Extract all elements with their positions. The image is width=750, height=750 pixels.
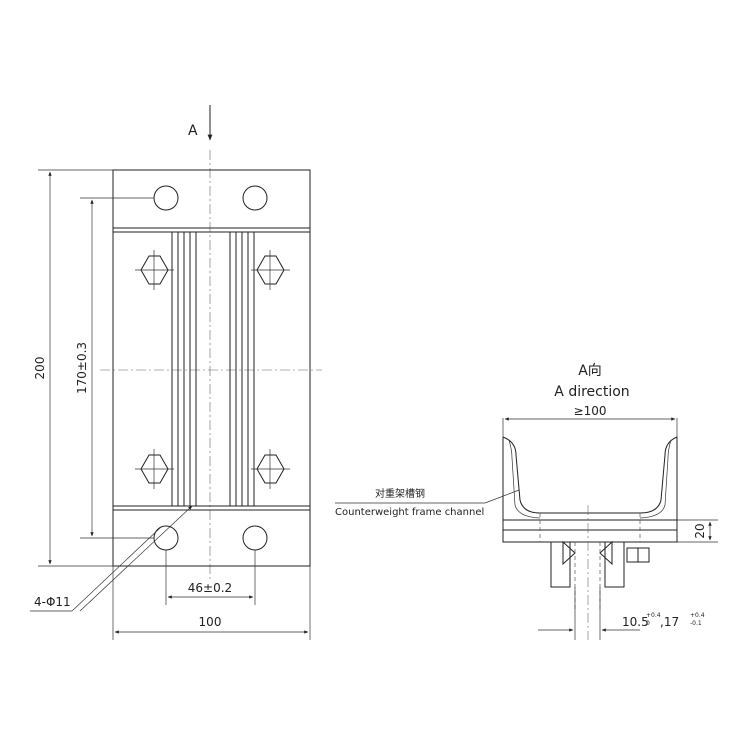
tol2-upper: +0.4: [690, 612, 705, 619]
guide-grooves: [171, 232, 255, 506]
hole-top-right: [242, 185, 268, 211]
hole-top-left: [153, 185, 179, 211]
front-view: A: [30, 105, 322, 640]
dim-tolerance: 10.5 +0.4 0 ,17 +0.4 -0.1: [538, 587, 705, 640]
dim-total-height-label: 200: [33, 357, 47, 380]
tol2-value: ,17: [660, 615, 679, 629]
dim-height: 20: [677, 519, 718, 543]
hole-callout: 4-Φ11: [30, 505, 193, 612]
tol1-value: 10.5: [622, 615, 649, 629]
hole-callout-label: 4-Φ11: [34, 595, 71, 609]
dim-hole-spacing: 170±0.3: [75, 197, 154, 539]
dim-min-width-label: ≥100: [574, 404, 607, 418]
side-view-title-en: A direction: [554, 384, 629, 400]
dim-total-width-label: 100: [199, 615, 222, 629]
dim-slot-width: 46±0.2: [165, 550, 256, 605]
base-plate: [502, 519, 678, 543]
dim-min-width: ≥100: [502, 404, 678, 440]
tol1-upper: +0.4: [646, 612, 661, 619]
view-arrow-label: A: [188, 123, 198, 139]
dim-total-width: 100: [112, 566, 311, 640]
tol1-lower: 0: [646, 620, 650, 627]
side-view-title-cn: A向: [578, 363, 602, 379]
shoe-body: [550, 540, 650, 588]
view-arrow-a: A: [188, 105, 213, 141]
channel-callout: 对重架槽钢 Counterweight frame channel: [335, 487, 520, 518]
dim-slot-width-label: 46±0.2: [188, 581, 232, 595]
dim-hole-spacing-label: 170±0.3: [75, 342, 89, 394]
hole-bottom-right: [242, 525, 268, 551]
channel-label-cn: 对重架槽钢: [375, 487, 425, 500]
dim-height-label: 20: [693, 523, 707, 538]
dim-total-height: 200: [33, 169, 113, 567]
channel-label-en: Counterweight frame channel: [335, 507, 484, 518]
hex-bolts: [135, 250, 290, 489]
mounting-holes: [153, 185, 268, 551]
side-view: A向 A direction ≥100: [335, 363, 718, 640]
tol2-lower: -0.1: [690, 620, 702, 627]
outer-plate: [112, 169, 311, 567]
counterweight-channel: [502, 436, 678, 514]
